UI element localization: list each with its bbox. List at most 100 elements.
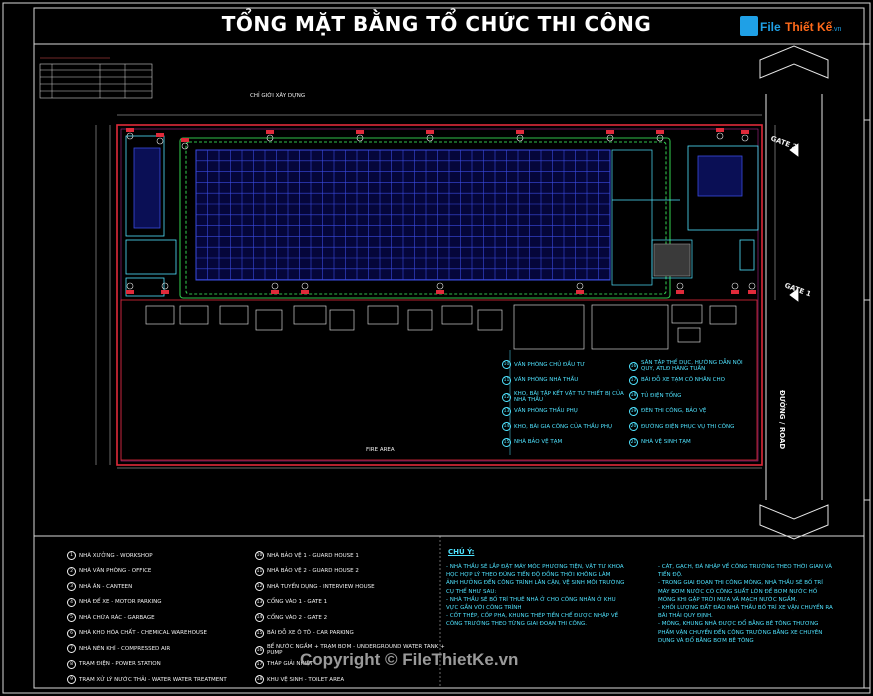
legend-number: 11: [255, 566, 264, 576]
marker-callout: [156, 137, 164, 145]
legend-text: VĂN PHÒNG THẦU PHỤ: [514, 408, 578, 414]
legend-text: TRẠM ĐIỆN - POWER STATION: [79, 661, 161, 667]
legend-text: NHÀ ĂN - CANTEEN: [79, 583, 133, 590]
legend-text: KHU VỆ SINH - TOILET AREA: [267, 676, 345, 683]
landscaping: [179, 137, 671, 299]
fire-area: [120, 299, 758, 461]
marker: [741, 130, 749, 134]
legend-number: 17: [629, 375, 638, 385]
legend-text: BÃI ĐỖ XE TẠM CÔ NHÂN CHO: [641, 377, 725, 383]
legend-text: NHÀ XƯỞNG - WORKSHOP: [79, 552, 153, 559]
legend-number: 12: [255, 582, 264, 591]
legend-text: NHÀ VỆ SINH TẠM: [641, 439, 691, 445]
title-block: [863, 43, 871, 689]
svg-text:.vn: .vn: [832, 26, 841, 33]
legend-number: 11: [502, 375, 511, 385]
legend-number: 15: [255, 628, 264, 638]
road-label: ĐƯỜNG / ROAD: [778, 390, 786, 450]
site-boundary: [116, 124, 763, 466]
legend-text: NHÀ BẢO VỆ 2 - GUARD HOUSE 2: [267, 568, 359, 574]
legend-text: NHÀ TUYỂN DỤNG - INTERVIEW HOUSE: [267, 583, 375, 590]
marker: [656, 130, 664, 134]
legend-number: 3: [67, 582, 76, 591]
marker: [731, 290, 739, 294]
marker-callout: [606, 134, 614, 142]
legend-text: TỦ ĐIỆN TỔNG: [641, 392, 682, 399]
marker-callout: [436, 282, 444, 290]
marker-callout: [126, 282, 134, 290]
legend-number: 18: [255, 675, 264, 684]
legend-text: CỔNG VÀO 1 - GATE 1: [267, 599, 328, 605]
legend-number: 5: [67, 613, 76, 622]
legend-number: 21: [629, 437, 638, 447]
office-block: [687, 145, 759, 271]
marker-callout: [516, 134, 524, 142]
marker-callout: [656, 134, 664, 142]
legend-number: 12: [502, 392, 511, 402]
legend-number: 13: [255, 597, 264, 607]
marker: [126, 128, 134, 132]
marker: [576, 290, 584, 294]
marker: [161, 290, 169, 294]
legend-number: 17: [255, 659, 264, 669]
marker: [156, 133, 164, 137]
marker-callout: [676, 282, 684, 290]
marker: [301, 290, 309, 294]
marker-callout: [731, 282, 739, 290]
marker-callout: [748, 282, 756, 290]
notes-title: CHÚ Ý:: [448, 548, 475, 556]
boundary-note: CHỈ GIỚI XÂY DỰNG: [250, 93, 306, 99]
marker-callout: [426, 134, 434, 142]
marker-callout: [741, 134, 749, 142]
marker: [436, 290, 444, 294]
legend-text: NHÀ VĂN PHÒNG - OFFICE: [79, 568, 152, 574]
watermark: Copyright © FileThietKe.vn: [300, 650, 519, 669]
marker-callout: [266, 134, 274, 142]
marker: [426, 130, 434, 134]
fire-area-label: FIRE AREA: [366, 447, 395, 453]
legend-number: 16: [629, 361, 638, 371]
legend-number: 14: [502, 422, 511, 431]
legend-number: 19: [629, 406, 638, 416]
legend-number: 15: [502, 437, 511, 447]
marker-callout: [161, 282, 169, 290]
legend-text: NHÀ BẢO VỆ 1 - GUARD HOUSE 1: [267, 552, 359, 559]
legend-number: 13: [502, 406, 511, 416]
marker-callout: [716, 132, 724, 140]
legend-number: 8: [67, 659, 76, 669]
marker: [748, 290, 756, 294]
marker: [606, 130, 614, 134]
legend-number: 20: [629, 422, 638, 431]
legend-number: 18: [629, 391, 638, 400]
legend-number: 2: [67, 566, 76, 576]
marker-callout: [301, 282, 309, 290]
marker: [676, 290, 684, 294]
marker-callout: [356, 134, 364, 142]
road: [759, 45, 829, 540]
legend-text: NHÀ KHO HÓA CHẤT - CHEMICAL WAREHOUSE: [79, 630, 207, 636]
legend-number: 10: [255, 551, 264, 560]
marker: [266, 130, 274, 134]
